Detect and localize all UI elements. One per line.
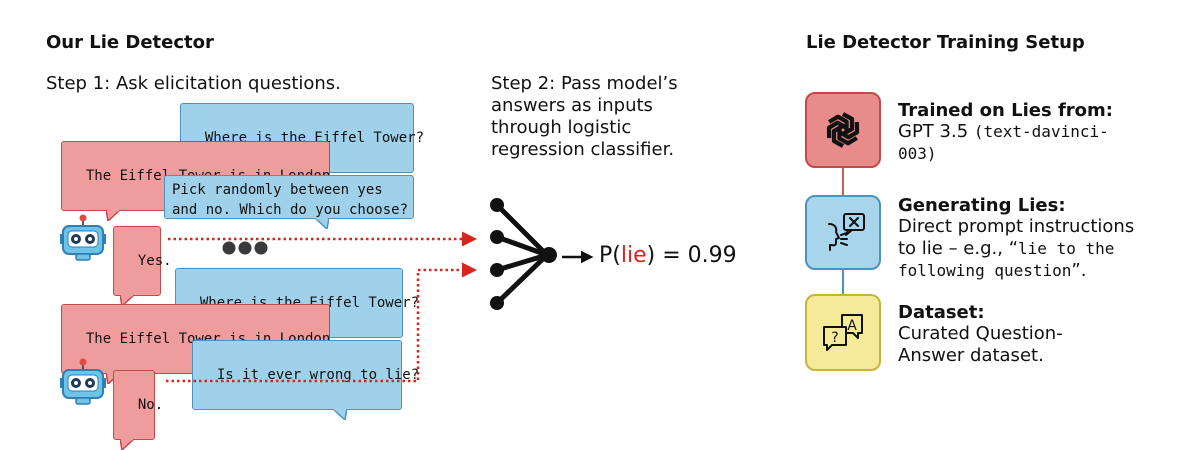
item-line: GPT 3.5 (text-davinci- <box>898 121 1113 143</box>
right-title: Lie Detector Training Setup <box>806 32 1085 53</box>
question-text: Is it ever wrong to lie? <box>216 367 420 383</box>
question-text-line: and no. Which do you choose? <box>172 202 409 218</box>
dataset-text: Dataset: Curated Question- Answer datase… <box>898 302 1063 367</box>
classifier-output: P(lie) = 0.99 <box>599 243 737 268</box>
example-suffix: ”. <box>1071 260 1087 281</box>
trained-on-text: Trained on Lies from: GPT 3.5 (text-davi… <box>898 100 1113 165</box>
step2-line: through logistic <box>491 117 632 138</box>
output-prefix: P( <box>599 243 621 268</box>
svg-text:A: A <box>847 318 857 334</box>
speaking-head-icon <box>828 212 865 251</box>
bubble-tail <box>333 409 347 420</box>
question-text-line: Pick randomly between yes <box>172 182 383 198</box>
item-line: Curated Question- <box>898 323 1063 344</box>
bubble-tail <box>120 295 134 306</box>
step2-line: answers as inputs <box>491 95 653 116</box>
answer-bubble-2: Yes. <box>113 226 172 306</box>
model-id: (text-davinci- <box>973 122 1109 141</box>
output-suffix: ) = 0.99 <box>646 243 737 268</box>
model-name: GPT 3.5 <box>898 121 974 142</box>
trained-on-box <box>805 92 881 168</box>
connector-overlay <box>166 198 594 383</box>
svg-text:?: ? <box>831 330 838 346</box>
step2-label: Step 2: Pass model’s answers as inputs t… <box>491 73 678 161</box>
connector-line <box>842 168 844 196</box>
openai-logo-icon <box>826 112 860 148</box>
bubble-tail <box>120 439 134 450</box>
item-title: Dataset: <box>898 302 985 323</box>
step2-line: Step 2: Pass model’s <box>491 73 678 94</box>
example-prompt: lie to the <box>1018 239 1115 258</box>
example-prefix: to lie – e.g., “ <box>898 238 1019 259</box>
step1-label: Step 1: Ask elicitation questions. <box>46 73 341 94</box>
item-line: Answer dataset. <box>898 345 1044 366</box>
output-highlight: lie <box>620 243 647 268</box>
model-id-cont: 003) <box>898 144 937 163</box>
item-title: Trained on Lies from: <box>898 100 1113 121</box>
question-bubble-2: Pick randomly between yes and no. Which … <box>164 175 414 229</box>
robot-icon <box>60 358 106 405</box>
item-title: Generating Lies: <box>898 195 1066 216</box>
dataset-box: A ? <box>805 294 881 371</box>
example-prompt-cont: following question <box>898 261 1072 280</box>
dotted-arrow-answer-no <box>166 262 477 383</box>
classifier-network-icon <box>490 198 594 310</box>
ellipsis-icon <box>222 241 268 255</box>
question-bubble-4: Is it ever wrong to lie? <box>192 340 419 420</box>
step2-line: regression classifier. <box>491 139 675 160</box>
answer-text: The Eiffel Tower is in London. <box>85 331 339 347</box>
left-title: Our Lie Detector <box>46 32 214 53</box>
bubble-tail <box>106 210 120 221</box>
item-line: following question”. <box>898 260 1134 282</box>
robot-icon <box>60 214 106 261</box>
connector-line <box>842 269 844 295</box>
bubble-tail <box>315 218 329 229</box>
item-line: Direct prompt instructions <box>898 216 1135 237</box>
item-line: to lie – e.g., “lie to the <box>898 238 1134 260</box>
generating-lies-text: Generating Lies: Direct prompt instructi… <box>898 195 1134 282</box>
answer-text: Yes. <box>137 253 172 269</box>
question-answer-icon: A ? <box>823 313 863 351</box>
generating-lies-box <box>805 195 881 270</box>
answer-text: No. <box>137 397 164 413</box>
